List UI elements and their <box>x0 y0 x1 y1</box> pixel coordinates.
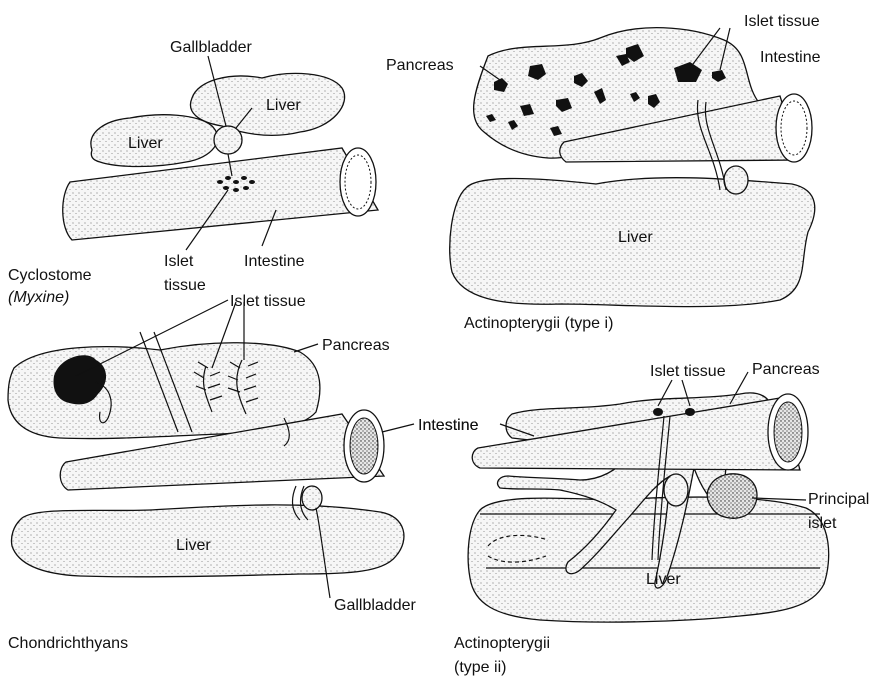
gallbladder-sac <box>302 486 322 510</box>
label-pancreas: Pancreas <box>752 361 820 378</box>
caption-actinopterygii-ii-line1: Actinopterygii <box>454 635 550 652</box>
label-principal-line1: Principal <box>808 491 869 508</box>
intestine-lumen-wall <box>350 418 378 474</box>
label-liver-left: Liver <box>128 135 163 152</box>
panel-actinopterygii-i: Islet tissue Pancreas Intestine Liver Ac… <box>386 13 821 332</box>
label-islet-tissue: Islet tissue <box>744 13 820 30</box>
leader-pancreas <box>294 344 318 352</box>
liver-mass <box>468 497 829 622</box>
caption-myxine: (Myxine) <box>8 289 69 306</box>
label-intestine: Intestine <box>760 49 821 66</box>
label-islet-tissue: Islet tissue <box>230 293 306 310</box>
leader-intestine <box>382 424 414 432</box>
label-gallbladder: Gallbladder <box>170 39 253 56</box>
label-islet-tissue: Islet tissue <box>650 363 726 380</box>
label-intestine: Intestine <box>418 417 479 434</box>
label-pancreas: Pancreas <box>322 337 390 354</box>
label-liver: Liver <box>176 537 211 554</box>
label-liver: Liver <box>646 571 681 588</box>
panel-actinopterygii-ii: Islet tissue Pancreas Intestine Principa… <box>418 361 869 676</box>
caption-actinopterygii-i: Actinopterygii (type i) <box>464 315 613 332</box>
caption-cyclostome: Cyclostome <box>8 267 92 284</box>
label-pancreas: Pancreas <box>386 57 454 74</box>
label-principal-line2: islet <box>808 515 837 532</box>
principal-islet <box>707 474 757 518</box>
label-intestine: Intestine <box>244 253 305 270</box>
panel-cyclostome: Gallbladder Liver Liver Islet tissue Int… <box>8 39 378 306</box>
caption-chondrichthyans: Chondrichthyans <box>8 635 128 652</box>
gallbladder-sac <box>664 474 688 506</box>
label-liver: Liver <box>618 229 653 246</box>
label-islet-line2: tissue <box>164 277 206 294</box>
intestine-lumen-wall <box>774 402 802 462</box>
label-gallbladder: Gallbladder <box>334 597 417 614</box>
gallbladder-sac <box>214 126 242 154</box>
gallbladder-sac <box>724 166 748 194</box>
label-liver-right: Liver <box>266 97 301 114</box>
caption-actinopterygii-ii-line2: (type ii) <box>454 659 506 676</box>
panel-chondrichthyans: Islet tissue Pancreas Intestine Liver Ga… <box>8 293 479 652</box>
label-islet-line1: Islet <box>164 253 194 270</box>
